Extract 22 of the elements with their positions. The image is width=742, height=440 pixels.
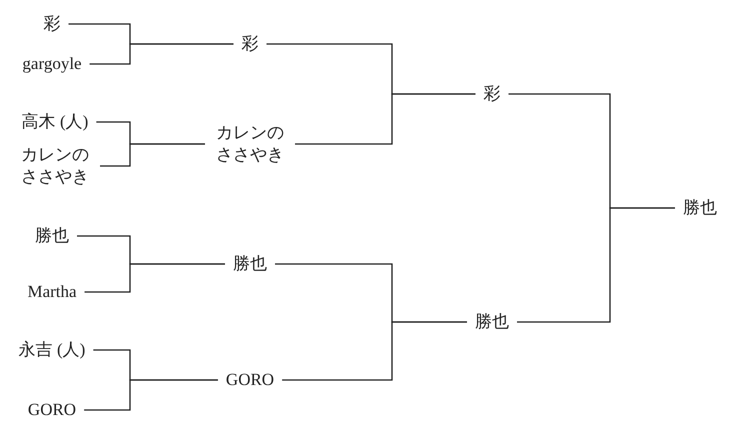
competitor-name: 勝也 [683, 197, 717, 219]
competitor-name: 彩 [484, 83, 500, 105]
competitor-name: 永吉 (人) [18, 339, 86, 361]
competitor-name: GORO [226, 369, 274, 391]
competitor-name: GORO [28, 399, 76, 421]
competitor-name: 高木 (人) [22, 111, 88, 133]
bracket-line [90, 43, 234, 65]
competitor-name: 勝也 [35, 225, 69, 247]
bracket-line [84, 263, 225, 293]
competitor-name: 彩 [44, 13, 60, 35]
bracket-line [295, 93, 476, 145]
competitor-name: 彩 [242, 33, 258, 55]
bracket-line [517, 207, 675, 323]
competitor-name: カレンのささやき [20, 144, 90, 188]
bracket-line [100, 143, 205, 167]
competitor-name: 勝也 [233, 253, 267, 275]
competitor-name: カレンのささやき [215, 122, 285, 166]
bracket-line [282, 321, 467, 381]
competitor-name: Martha [27, 281, 77, 303]
bracket-line [84, 379, 218, 411]
competitor-name: 勝也 [475, 311, 509, 333]
competitor-name: gargoyle [22, 53, 82, 75]
